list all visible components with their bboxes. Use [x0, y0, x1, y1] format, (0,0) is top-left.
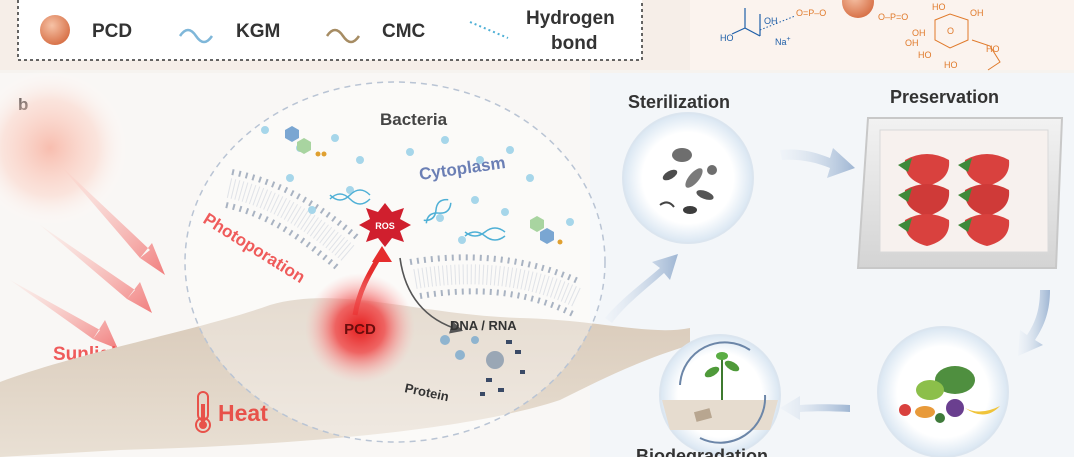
- legend: PCD KGM CMC Hydrogen bond: [17, 0, 643, 61]
- orange-sphere-icon: [40, 15, 70, 45]
- heat-label: Heat: [218, 400, 268, 426]
- chem-phosphate-1: O=P–O: [796, 8, 826, 18]
- chem-ho-1: HO: [720, 33, 734, 43]
- chem-structure-bg: [690, 0, 1074, 70]
- pcd-glow: [305, 273, 415, 383]
- arrow-to-sterilization: [605, 254, 678, 323]
- legend-label-bond: bond: [551, 33, 597, 54]
- flow-arrows: [605, 148, 1050, 420]
- chem-oh-bottom: OH: [905, 38, 919, 48]
- dna-helix-3: [464, 227, 506, 237]
- ros-label: ROS: [375, 221, 395, 231]
- chem-oh-1: OH: [764, 16, 778, 26]
- membrane-right-inner: [419, 288, 577, 318]
- chem-ho-bottom: HO: [944, 60, 958, 70]
- chem-ho-low: HO: [986, 44, 1000, 54]
- pcd-label: PCD: [344, 321, 376, 338]
- sunlight-rays: [10, 165, 165, 349]
- ros-burst: ROS: [359, 203, 411, 247]
- strawberry-tray: [856, 117, 1064, 269]
- sun-ray-2: [40, 225, 152, 313]
- ros-arrow-head: [372, 246, 392, 262]
- dna-strands: [329, 189, 506, 241]
- arrow-to-food: [1018, 290, 1050, 356]
- sun-ray-3: [10, 280, 118, 349]
- molecule-glyph-right: [530, 216, 563, 245]
- sterilization-label: Sterilization: [628, 92, 730, 112]
- legend-item-hydrogen-bond: Hydrogen bond: [469, 8, 615, 54]
- chem-ho-mid: HO: [918, 50, 932, 60]
- membrane-right-outer: [409, 254, 582, 285]
- preservation-label: Preservation: [890, 87, 999, 107]
- membrane-left: [225, 169, 362, 273]
- legend-label-cmc: CMC: [382, 21, 426, 42]
- thermometer-icon: [195, 391, 211, 433]
- sun-icon: [0, 68, 130, 228]
- blue-wave-icon: [178, 28, 214, 44]
- bacteria-title: Bacteria: [380, 110, 448, 129]
- strawberries: [898, 154, 1010, 246]
- legend-label-kgm: KGM: [236, 21, 280, 42]
- leaked-contents: [440, 335, 525, 396]
- brown-wave-icon: [325, 28, 361, 44]
- biodegradation-circle: [659, 334, 781, 456]
- biodegradation-label: Biodegradation: [636, 446, 768, 457]
- membrane-right: [409, 254, 583, 318]
- bacteria-cell: [184, 81, 606, 443]
- chem-ho-right: HO: [932, 2, 946, 12]
- chem-na: Na+: [775, 36, 791, 47]
- chem-oh-right: OH: [912, 28, 926, 38]
- molecule-glyph-left: [285, 126, 327, 157]
- dna-helix-1: [329, 189, 371, 201]
- legend-item-cmc: CMC: [325, 21, 426, 44]
- dna-rna-label: DNA / RNA: [450, 318, 517, 333]
- dotted-line-icon: [469, 21, 509, 39]
- pcd-sphere: [842, 0, 874, 18]
- chem-ring-o: O: [947, 26, 954, 36]
- sun-ray-1: [60, 165, 165, 275]
- membrane-left-outer: [231, 169, 362, 243]
- chem-phosphate-2: O–P=O: [878, 12, 908, 22]
- membrane-left-tails: [226, 178, 357, 263]
- legend-border: [17, 0, 643, 61]
- chemical-structure: HO OH Na+ O=P–O O–P=O OH OH HO O OH HO H…: [720, 0, 1001, 71]
- produce-circle: [877, 326, 1009, 457]
- legend-item-pcd: PCD: [40, 15, 132, 45]
- legend-item-kgm: KGM: [178, 21, 280, 44]
- arrow-to-biodegradation: [780, 396, 850, 420]
- dna-helix-2: [423, 198, 449, 222]
- legend-label-pcd: PCD: [92, 21, 132, 42]
- membrane-left-inner: [225, 202, 342, 273]
- legend-label-hydrogen: Hydrogen: [526, 8, 615, 29]
- arrow-to-preservation: [780, 148, 855, 178]
- chem-oh-mid: OH: [970, 8, 984, 18]
- sterilization-circle: [622, 112, 754, 244]
- leakage-arrow: [399, 257, 464, 334]
